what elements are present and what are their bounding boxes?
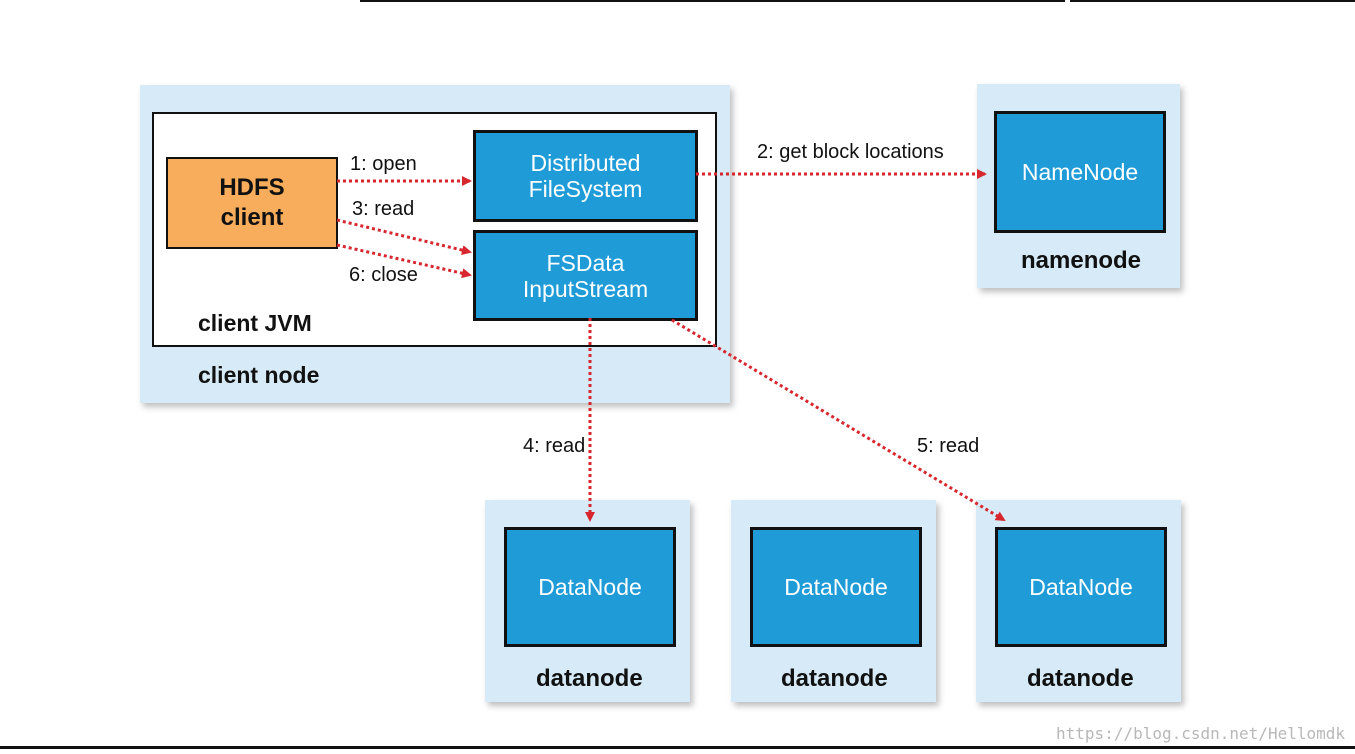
namenode-box-text: NameNode: [1021, 159, 1139, 185]
datanode-1-box-text: DataNode: [538, 574, 642, 600]
label-read4: 4: read: [523, 435, 586, 457]
label-get-block: 2: get block locations: [757, 141, 944, 163]
distributed-filesystem-text: Distributed FileSystem: [528, 150, 643, 202]
datanode-3-label: datanode: [1027, 665, 1134, 692]
bottom-border-line: [0, 746, 1355, 749]
fsdata-inputstream-text: FSData InputStream: [522, 249, 649, 302]
datanode-2-label: datanode: [781, 665, 888, 692]
datanode-2-box-text: DataNode: [784, 574, 888, 600]
client-jvm-label: client JVM: [198, 310, 312, 336]
namenode-box: NameNode: [994, 111, 1166, 233]
label-open: 1: open: [350, 153, 417, 175]
hdfs-client-text: HDFS client: [219, 174, 285, 231]
watermark-text: https://blog.csdn.net/Hellomdk: [1056, 724, 1345, 743]
arrow-close: [336, 243, 472, 279]
namenode-label: namenode: [1021, 247, 1142, 274]
label-close: 6: close: [349, 264, 418, 286]
top-border-line: [360, 0, 1065, 2]
hdfs-client-box: HDFS client: [166, 157, 338, 249]
datanode-1-label: datanode: [536, 665, 643, 692]
label-read5: 5: read: [917, 435, 980, 457]
fsdata-inputstream-box: FSData InputStream: [473, 230, 698, 321]
datanode-1-box: DataNode: [504, 527, 676, 647]
arrow-read3: [336, 218, 472, 255]
label-read3: 3: read: [352, 198, 415, 220]
client-node-label: client node: [198, 362, 320, 388]
datanode-2-box: DataNode: [750, 527, 922, 647]
distributed-filesystem-box: Distributed FileSystem: [473, 130, 698, 222]
arrow-read5: [671, 318, 1006, 522]
top-border-line-right: [1070, 0, 1355, 2]
datanode-3-box: DataNode: [995, 527, 1167, 647]
datanode-3-box-text: DataNode: [1029, 574, 1133, 600]
